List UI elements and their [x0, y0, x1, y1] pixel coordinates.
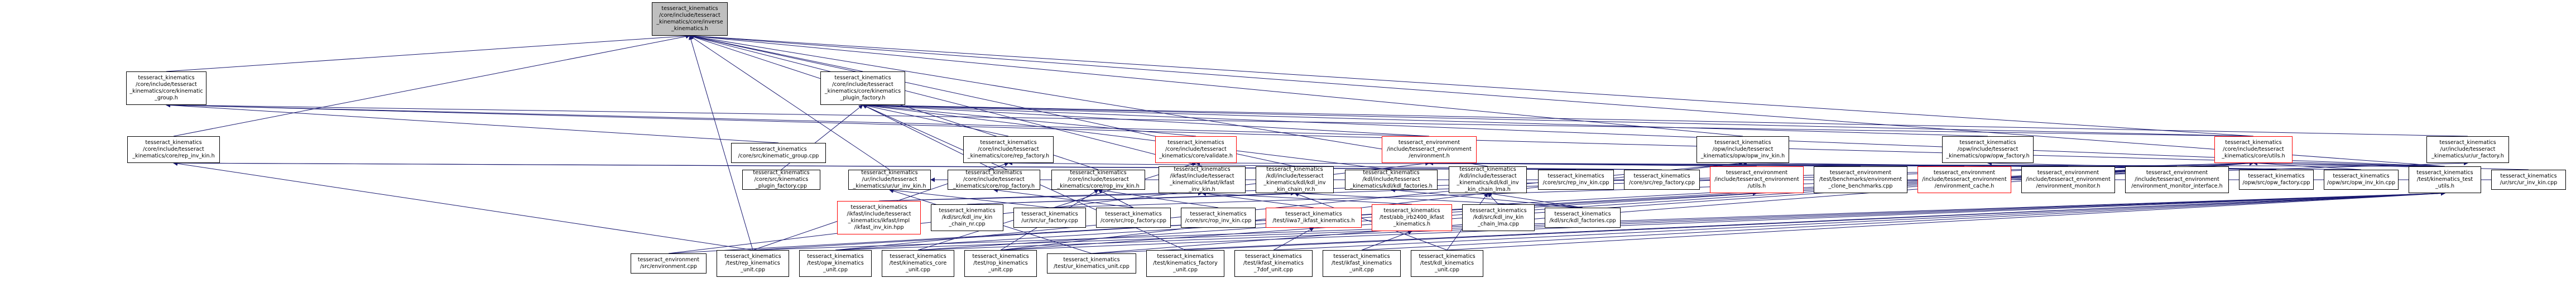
node-environment-clone-benchmarks-cpp[interactable]: tesseract_environment /test/benchmarks/e…	[1814, 166, 1907, 193]
node-kinematics-test-utils-h[interactable]: tesseract_kinematics /test/kinematics_te…	[2409, 166, 2481, 193]
edge-n31-to-n16	[878, 191, 1203, 202]
node-kinematic-group-cpp[interactable]: tesseract_kinematics /core/src/kinematic…	[731, 143, 826, 163]
node-kdl-inv-kin-chain-nr-cpp[interactable]: tesseract_kinematics /kdl/src/kdl_inv_ki…	[931, 204, 1003, 231]
edge-n21-to-n5	[1008, 161, 1662, 170]
node-validate-h[interactable]: tesseract_kinematics /core/include/tesse…	[1155, 136, 1237, 163]
edge-n4-to-n1	[166, 103, 779, 143]
node-kdl-factories-h[interactable]: tesseract_kinematics /kdl/include/tesser…	[1345, 170, 1438, 190]
node-rop-factory-h[interactable]: tesseract_kinematics /core/include/tesse…	[948, 170, 1040, 190]
edge-n29-to-n2	[862, 103, 2445, 167]
node-iiwa7-ikfast-kinematics-h[interactable]: tesseract_kinematics /test/iiwa7_ikfast_…	[1266, 208, 1362, 228]
node-environment-cpp[interactable]: tesseract_environment /src/environment.c…	[631, 253, 707, 274]
edge-n10-to-n1	[166, 103, 2254, 137]
node-kdl-inv-kin-chain-lma-h[interactable]: tesseract_kinematics /kdl/include/tesser…	[1449, 166, 1527, 193]
edge-n16-to-n0	[689, 34, 1203, 167]
node-inverse-kinematics-h: tesseract_kinematics /core/include/tesse…	[652, 2, 728, 36]
node-kinematic-group-h[interactable]: tesseract_kinematics /core/include/tesse…	[126, 71, 206, 105]
edge-n34-to-n14	[993, 188, 1134, 208]
node-environment-cache-h[interactable]: tesseract_environment /include/tesseract…	[1917, 166, 2011, 193]
edge-n8-to-n0	[689, 33, 1743, 137]
edge-n5-to-n2	[862, 103, 1009, 137]
edge-n48-to-n37	[1361, 230, 1412, 251]
edge-n26-to-n7	[1429, 161, 2178, 167]
node-ikfast-inv-kin-h[interactable]: tesseract_kinematics /ikfast/include/tes…	[1159, 166, 1246, 193]
node-ur-inv-kin-cpp[interactable]: tesseract_kinematics /ur/src/ur_inv_kin.…	[2491, 170, 2566, 190]
edge-n7-to-n1	[166, 103, 1430, 137]
node-ur-factory-cpp[interactable]: tesseract_kinematics /ur/src/ur_factory.…	[1013, 208, 1086, 228]
node-rep-kinematics-unit-cpp[interactable]: tesseract_kinematics /test/rep_kinematic…	[717, 250, 789, 277]
edge-n43-to-n29	[917, 191, 2445, 251]
edge-n28-to-n10	[2253, 161, 2362, 170]
edge-n43-to-n6	[917, 162, 1196, 251]
edge-n30-to-n10	[2253, 161, 2529, 170]
edge-n10-to-n2	[862, 103, 2254, 137]
edge-n44-to-n29	[1000, 191, 2445, 251]
node-opw-inv-kin-cpp[interactable]: tesseract_kinematics /opw/src/opw_inv_ki…	[2324, 170, 2399, 190]
node-abb-irb2400-ikfast-kinematics-h[interactable]: tesseract_kinematics /test/abb_irb2400_i…	[1372, 204, 1452, 231]
edge-n21-to-n3	[173, 161, 1662, 170]
node-rep-factory-h[interactable]: tesseract_kinematics /core/include/tesse…	[963, 136, 1054, 163]
edge-n29-to-n1	[166, 103, 2445, 167]
node-rop-kinematics-unit-cpp[interactable]: tesseract_kinematics /test/rop_kinematic…	[964, 250, 1037, 277]
node-kinematics-factory-unit-cpp[interactable]: tesseract_kinematics /test/kinematics_fa…	[1146, 250, 1224, 277]
edge-n10-to-n0	[689, 33, 2254, 137]
edge-n49-to-n17	[1294, 192, 1448, 251]
node-ikfast-kinematics-unit-cpp[interactable]: tesseract_kinematics /test/ikfast_kinema…	[1323, 250, 1401, 277]
edge-n3-to-n0	[173, 34, 690, 137]
edge-n41-to-n3	[173, 161, 753, 251]
edge-n37-to-n16	[1202, 191, 1412, 205]
edge-n29-to-n0	[689, 33, 2445, 167]
edge-n9-to-n2	[862, 103, 1988, 137]
node-opw-inv-kin-h[interactable]: tesseract_kinematics /opw/include/tesser…	[1696, 136, 1789, 163]
edge-n36-to-n16	[1202, 191, 1314, 208]
edge-n34-to-n15	[1098, 189, 1134, 208]
node-opw-factory-h[interactable]: tesseract_kinematics /opw/include/tesser…	[1942, 136, 2034, 163]
node-opw-factory-cpp[interactable]: tesseract_kinematics /opw/src/opw_factor…	[2239, 170, 2314, 190]
node-kdl-kinematics-unit-cpp[interactable]: tesseract_kinematics /test/kdl_kinematic…	[1411, 250, 1483, 277]
node-ikfast-kinematics-7dof-unit-cpp[interactable]: tesseract_kinematics /test/ikfast_kinema…	[1234, 250, 1313, 277]
edge-n7-to-n2	[862, 103, 1430, 137]
node-rep-factory-cpp[interactable]: tesseract_kinematics /core/src/rep_facto…	[1624, 170, 1700, 190]
node-kinematics-core-unit-cpp[interactable]: tesseract_kinematics /test/kinematics_co…	[882, 250, 954, 277]
edge-n35-to-n15	[1098, 188, 1219, 208]
node-rep-inv-kin-h[interactable]: tesseract_kinematics /core/include/tesse…	[127, 136, 220, 163]
edge-n11-to-n2	[862, 103, 2468, 137]
edge-n18-to-n2	[862, 103, 1392, 170]
node-kdl-inv-kin-chain-lma-cpp[interactable]: tesseract_kinematics /kdl/src/kdl_inv_ki…	[1462, 204, 1535, 231]
node-ur-inv-kin-h[interactable]: tesseract_kinematics /ur/include/tessera…	[848, 170, 931, 190]
node-environment-monitor-h[interactable]: tesseract_environment /include/tesseract…	[2021, 166, 2115, 193]
edge-n42-to-n29	[835, 191, 2445, 251]
edge-n13-to-n0	[689, 35, 890, 170]
node-core-utils-h[interactable]: tesseract_kinematics /core/include/tesse…	[2214, 136, 2293, 163]
edge-n49-to-n29	[1446, 191, 2445, 251]
node-rop-inv-kin-h[interactable]: tesseract_kinematics /core/include/tesse…	[1051, 170, 1145, 190]
edge-n41-to-n0	[689, 35, 753, 251]
edge-n42-to-n10	[835, 161, 2254, 251]
edge-n19-to-n0	[689, 34, 1488, 167]
edge-n47-to-n36	[1273, 227, 1314, 251]
node-opw-kinematics-unit-cpp[interactable]: tesseract_kinematics /test/opw_kinematic…	[799, 250, 872, 277]
node-environment-h[interactable]: tesseract_environment /include/tesseract…	[1382, 136, 1477, 163]
node-kdl-factories-cpp[interactable]: tesseract_kinematics /kdl/src/kdl_factor…	[1545, 208, 1621, 228]
node-environment-monitor-interface-h[interactable]: tesseract_environment /include/tesseract…	[2125, 166, 2229, 193]
edge-n39-to-n19	[1487, 191, 1583, 208]
node-ur-factory-h[interactable]: tesseract_kinematics /ur/include/tessera…	[2426, 136, 2509, 163]
node-kinematics-plugin-factory-h[interactable]: tesseract_kinematics /core/include/tesse…	[820, 71, 905, 105]
node-kdl-inv-kin-chain-nr-h[interactable]: tesseract_kinematics /kdl/include/tesser…	[1256, 166, 1334, 193]
edge-n6-to-n2	[862, 103, 1196, 137]
node-rep-inv-kin-cpp[interactable]: tesseract_kinematics /core/src/rep_inv_k…	[1538, 170, 1614, 190]
edge-n47-to-n29	[1273, 191, 2445, 251]
edge-n32-to-n17	[967, 191, 1295, 205]
node-rop-factory-cpp[interactable]: tesseract_kinematics /core/src/rop_facto…	[1096, 208, 1171, 228]
edge-n46-to-n29	[1185, 191, 2445, 251]
edge-n1-to-n0	[166, 33, 690, 72]
node-environment-utils-h[interactable]: tesseract_environment /include/tesseract…	[1710, 166, 1804, 193]
node-ikfast-inv-kin-hpp[interactable]: tesseract_kinematics /ikfast/include/tes…	[837, 201, 921, 234]
node-ur-kinematics-unit-cpp[interactable]: tesseract_kinematics /test/ur_kinematics…	[1047, 253, 1136, 274]
edge-n48-to-n29	[1361, 191, 2445, 251]
node-kinematics-plugin-factory-cpp[interactable]: tesseract_kinematics /core/src/kinematic…	[742, 170, 820, 190]
node-rop-inv-kin-cpp[interactable]: tesseract_kinematics /core/src/rop_inv_k…	[1181, 208, 1256, 228]
